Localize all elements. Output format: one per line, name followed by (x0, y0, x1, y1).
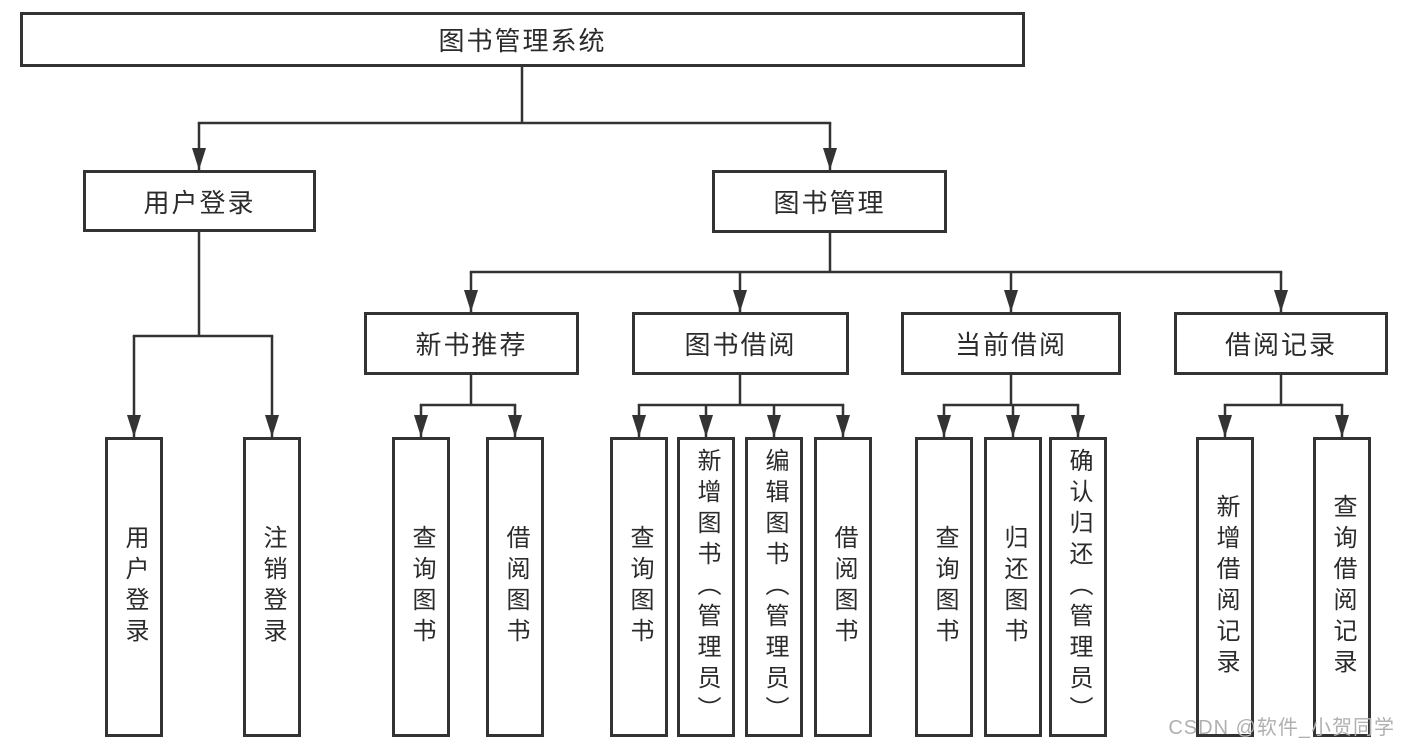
connector-book-borrow-to-leaves (637, 373, 845, 407)
node-borrow-records: 借阅记录 (1174, 312, 1388, 375)
leaf-user-login: 用户登录 (105, 437, 163, 737)
leaf-cb-return-book-label: 归还图书 (1000, 525, 1027, 649)
leaf-logout: 注销登录 (243, 437, 301, 737)
node-current-borrow-label: 当前借阅 (954, 330, 1067, 360)
connector-book-mgmt-to-level3 (469, 231, 1283, 274)
leaf-br-query-record-label: 查询借阅记录 (1329, 494, 1356, 680)
leaf-bb-edit-book: 编辑图书（管理员） (745, 437, 803, 737)
node-user-login: 用户登录 (83, 170, 316, 232)
node-root-system: 图书管理系统 (20, 12, 1025, 67)
leaf-cb-confirm-return: 确认归还（管理员） (1049, 437, 1107, 737)
leaf-logout-label: 注销登录 (259, 525, 286, 649)
node-user-login-label: 用户登录 (143, 187, 256, 218)
leaf-cb-confirm-return-label: 确认归还（管理员） (1065, 447, 1092, 727)
csdn-watermark: CSDN @软件_小贺同学 (1168, 717, 1395, 739)
node-book-mgmt-label: 图书管理 (773, 188, 886, 218)
leaf-bb-add-book: 新增图书（管理员） (677, 437, 735, 737)
leaf-bb-borrow-book: 借阅图书 (814, 437, 872, 737)
connector-current-borrow-to-leaves (942, 373, 1080, 407)
node-current-borrow: 当前借阅 (901, 312, 1121, 375)
leaf-br-add-record: 新增借阅记录 (1196, 437, 1254, 737)
leaf-bb-edit-book-label: 编辑图书（管理员） (761, 447, 788, 727)
leaf-rec-query-book: 查询图书 (392, 437, 450, 737)
node-book-borrow-label: 图书借阅 (684, 330, 797, 360)
leaf-rec-borrow-book-label: 借阅图书 (502, 525, 529, 649)
node-new-book-rec-label: 新书推荐 (415, 330, 528, 360)
node-book-borrow: 图书借阅 (632, 312, 849, 375)
connector-borrow-records-to-leaves (1223, 373, 1344, 407)
leaf-cb-return-book: 归还图书 (984, 437, 1042, 737)
node-root-system-label: 图书管理系统 (438, 26, 607, 56)
leaf-cb-query-book: 查询图书 (915, 437, 973, 737)
leaf-br-add-record-label: 新增借阅记录 (1212, 494, 1239, 680)
node-borrow-records-label: 借阅记录 (1224, 330, 1337, 360)
node-new-book-rec: 新书推荐 (364, 312, 579, 375)
leaf-bb-add-book-label: 新增图书（管理员） (693, 447, 720, 727)
connector-user-login-to-leaves (132, 230, 274, 338)
connector-root-to-level2 (197, 65, 832, 125)
leaf-rec-borrow-book: 借阅图书 (486, 437, 544, 737)
leaf-bb-query-book: 查询图书 (610, 437, 668, 737)
leaf-cb-query-book-label: 查询图书 (931, 525, 958, 649)
leaf-bb-borrow-book-label: 借阅图书 (830, 525, 857, 649)
connector-new-book-rec-to-leaves (419, 373, 517, 407)
leaf-user-login-label: 用户登录 (121, 525, 148, 649)
leaf-rec-query-book-label: 查询图书 (408, 525, 435, 649)
leaf-bb-query-book-label: 查询图书 (626, 525, 653, 649)
node-book-mgmt: 图书管理 (712, 170, 947, 233)
leaf-br-query-record: 查询借阅记录 (1313, 437, 1371, 737)
